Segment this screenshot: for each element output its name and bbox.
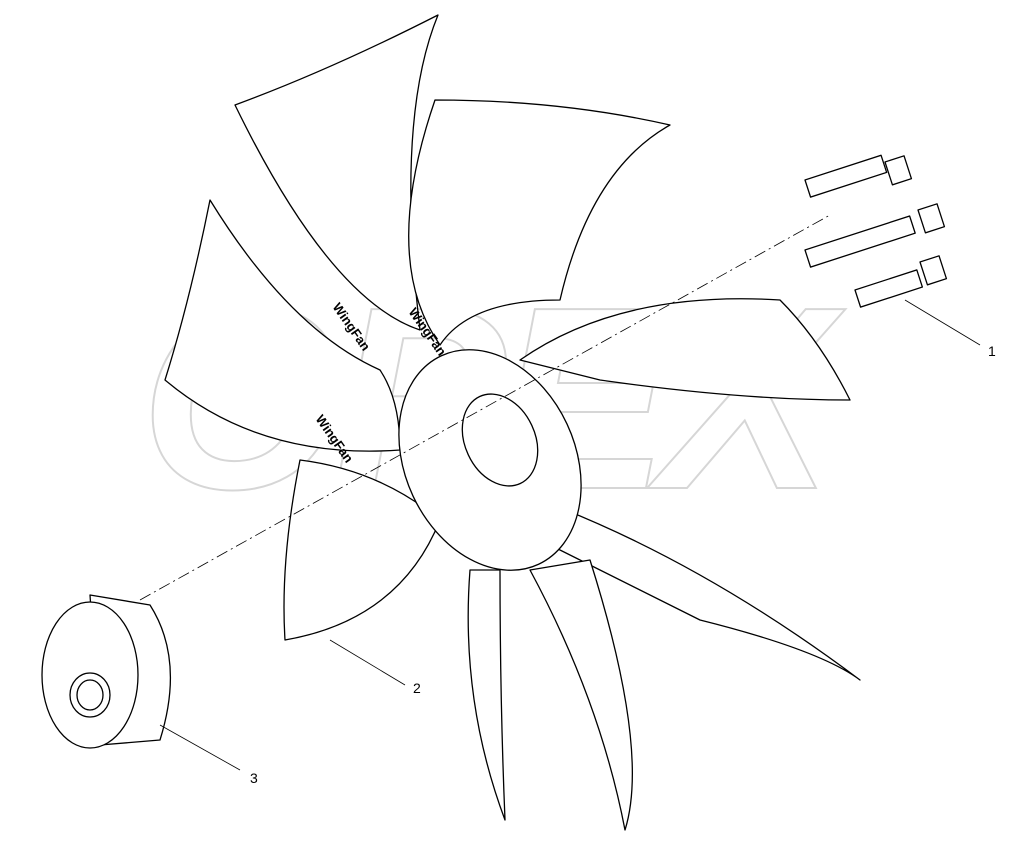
blade <box>234 14 439 331</box>
blade <box>467 569 506 821</box>
blade <box>539 499 861 681</box>
spacer <box>41 594 172 749</box>
blade <box>283 459 441 641</box>
callout-3: 3 <box>250 770 258 786</box>
blade <box>519 298 851 401</box>
bolt <box>804 154 913 198</box>
blade <box>529 559 634 831</box>
blade <box>164 199 401 452</box>
bolt <box>804 203 946 268</box>
callout-1: 1 <box>988 343 996 359</box>
blade <box>408 99 671 346</box>
callout-2: 2 <box>413 680 421 696</box>
bolt <box>854 255 948 308</box>
